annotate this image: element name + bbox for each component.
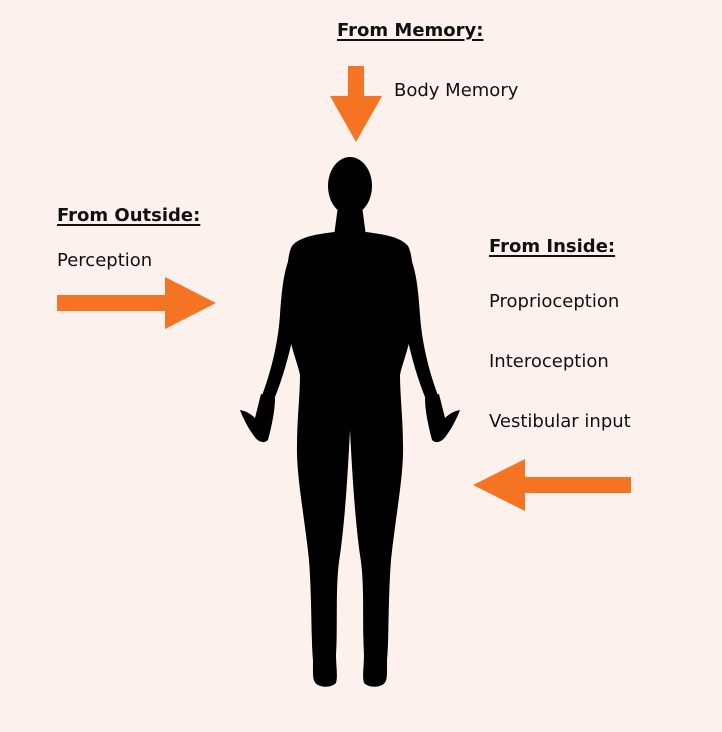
inside-item-interoception: Interoception: [489, 351, 609, 372]
outside-arrow-icon: [57, 277, 216, 329]
memory-arrow-icon: [330, 66, 382, 142]
outside-heading: From Outside:: [57, 205, 201, 226]
memory-item-body-memory: Body Memory: [394, 80, 519, 101]
human-body-silhouette-icon: [240, 157, 460, 687]
inside-arrow-icon: [473, 459, 631, 511]
inside-item-proprioception: Proprioception: [489, 291, 620, 312]
outside-item-perception: Perception: [57, 250, 153, 271]
inside-heading: From Inside:: [489, 236, 616, 257]
inside-item-vestibular-input: Vestibular input: [489, 411, 631, 432]
memory-heading: From Memory:: [337, 20, 484, 41]
